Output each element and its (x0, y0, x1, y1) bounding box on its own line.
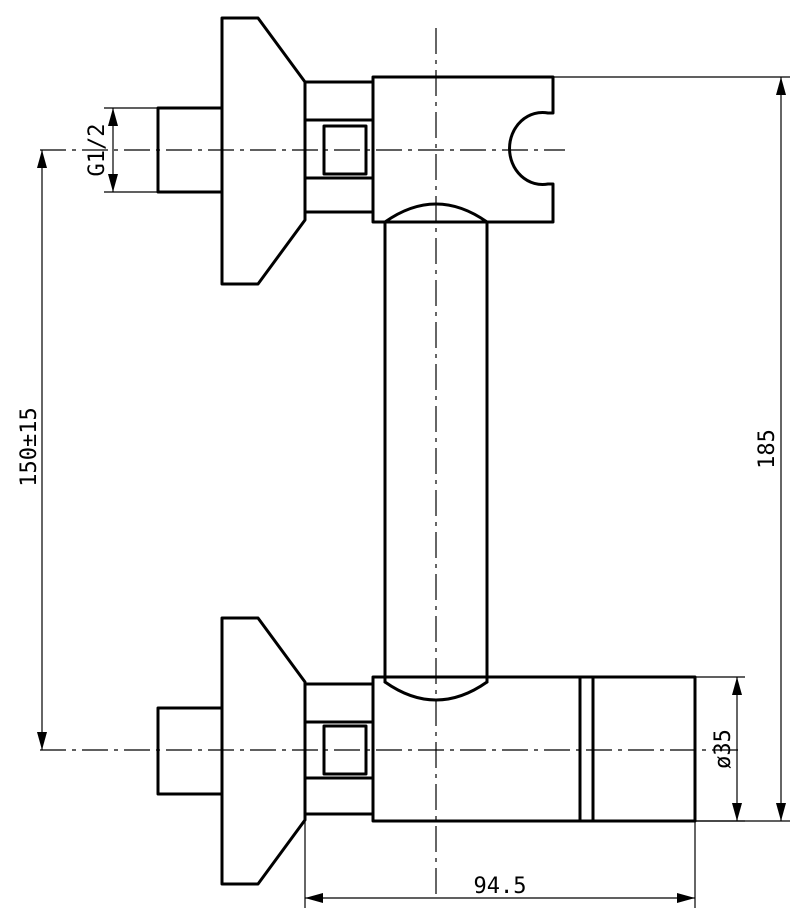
depth-label: 94.5 (474, 874, 527, 899)
bottom-nut-flat (322, 724, 368, 776)
height-label: 185 (755, 429, 780, 469)
diameter-label: ø35 (711, 729, 736, 769)
riser-tube (383, 202, 489, 702)
center-distance-label: 150±15 (17, 407, 42, 486)
bottom-wall-connection (156, 616, 375, 886)
bottom-thread-stub (156, 706, 224, 796)
thread-size-label: G1/2 (85, 124, 110, 177)
top-nut-flat (322, 124, 368, 176)
top-rosette (220, 16, 307, 286)
dimension-diameter: ø35 (695, 676, 745, 822)
dimension-centers: 150±15 (17, 150, 47, 750)
dimension-height: 185 (553, 76, 790, 822)
riser-bottom-curve (383, 680, 489, 702)
valve-body (371, 675, 582, 823)
shower-holder-bracket (371, 75, 555, 224)
riser-top-curve (383, 202, 489, 224)
top-nut (303, 80, 375, 214)
valve-handle (578, 675, 697, 823)
dimension-depth: 94.5 (304, 820, 696, 908)
dimension-thread: G1/2 (85, 107, 158, 193)
top-wall-connection (156, 16, 375, 286)
bottom-rosette (220, 616, 307, 886)
bottom-nut (303, 682, 375, 816)
centerlines (40, 28, 740, 900)
